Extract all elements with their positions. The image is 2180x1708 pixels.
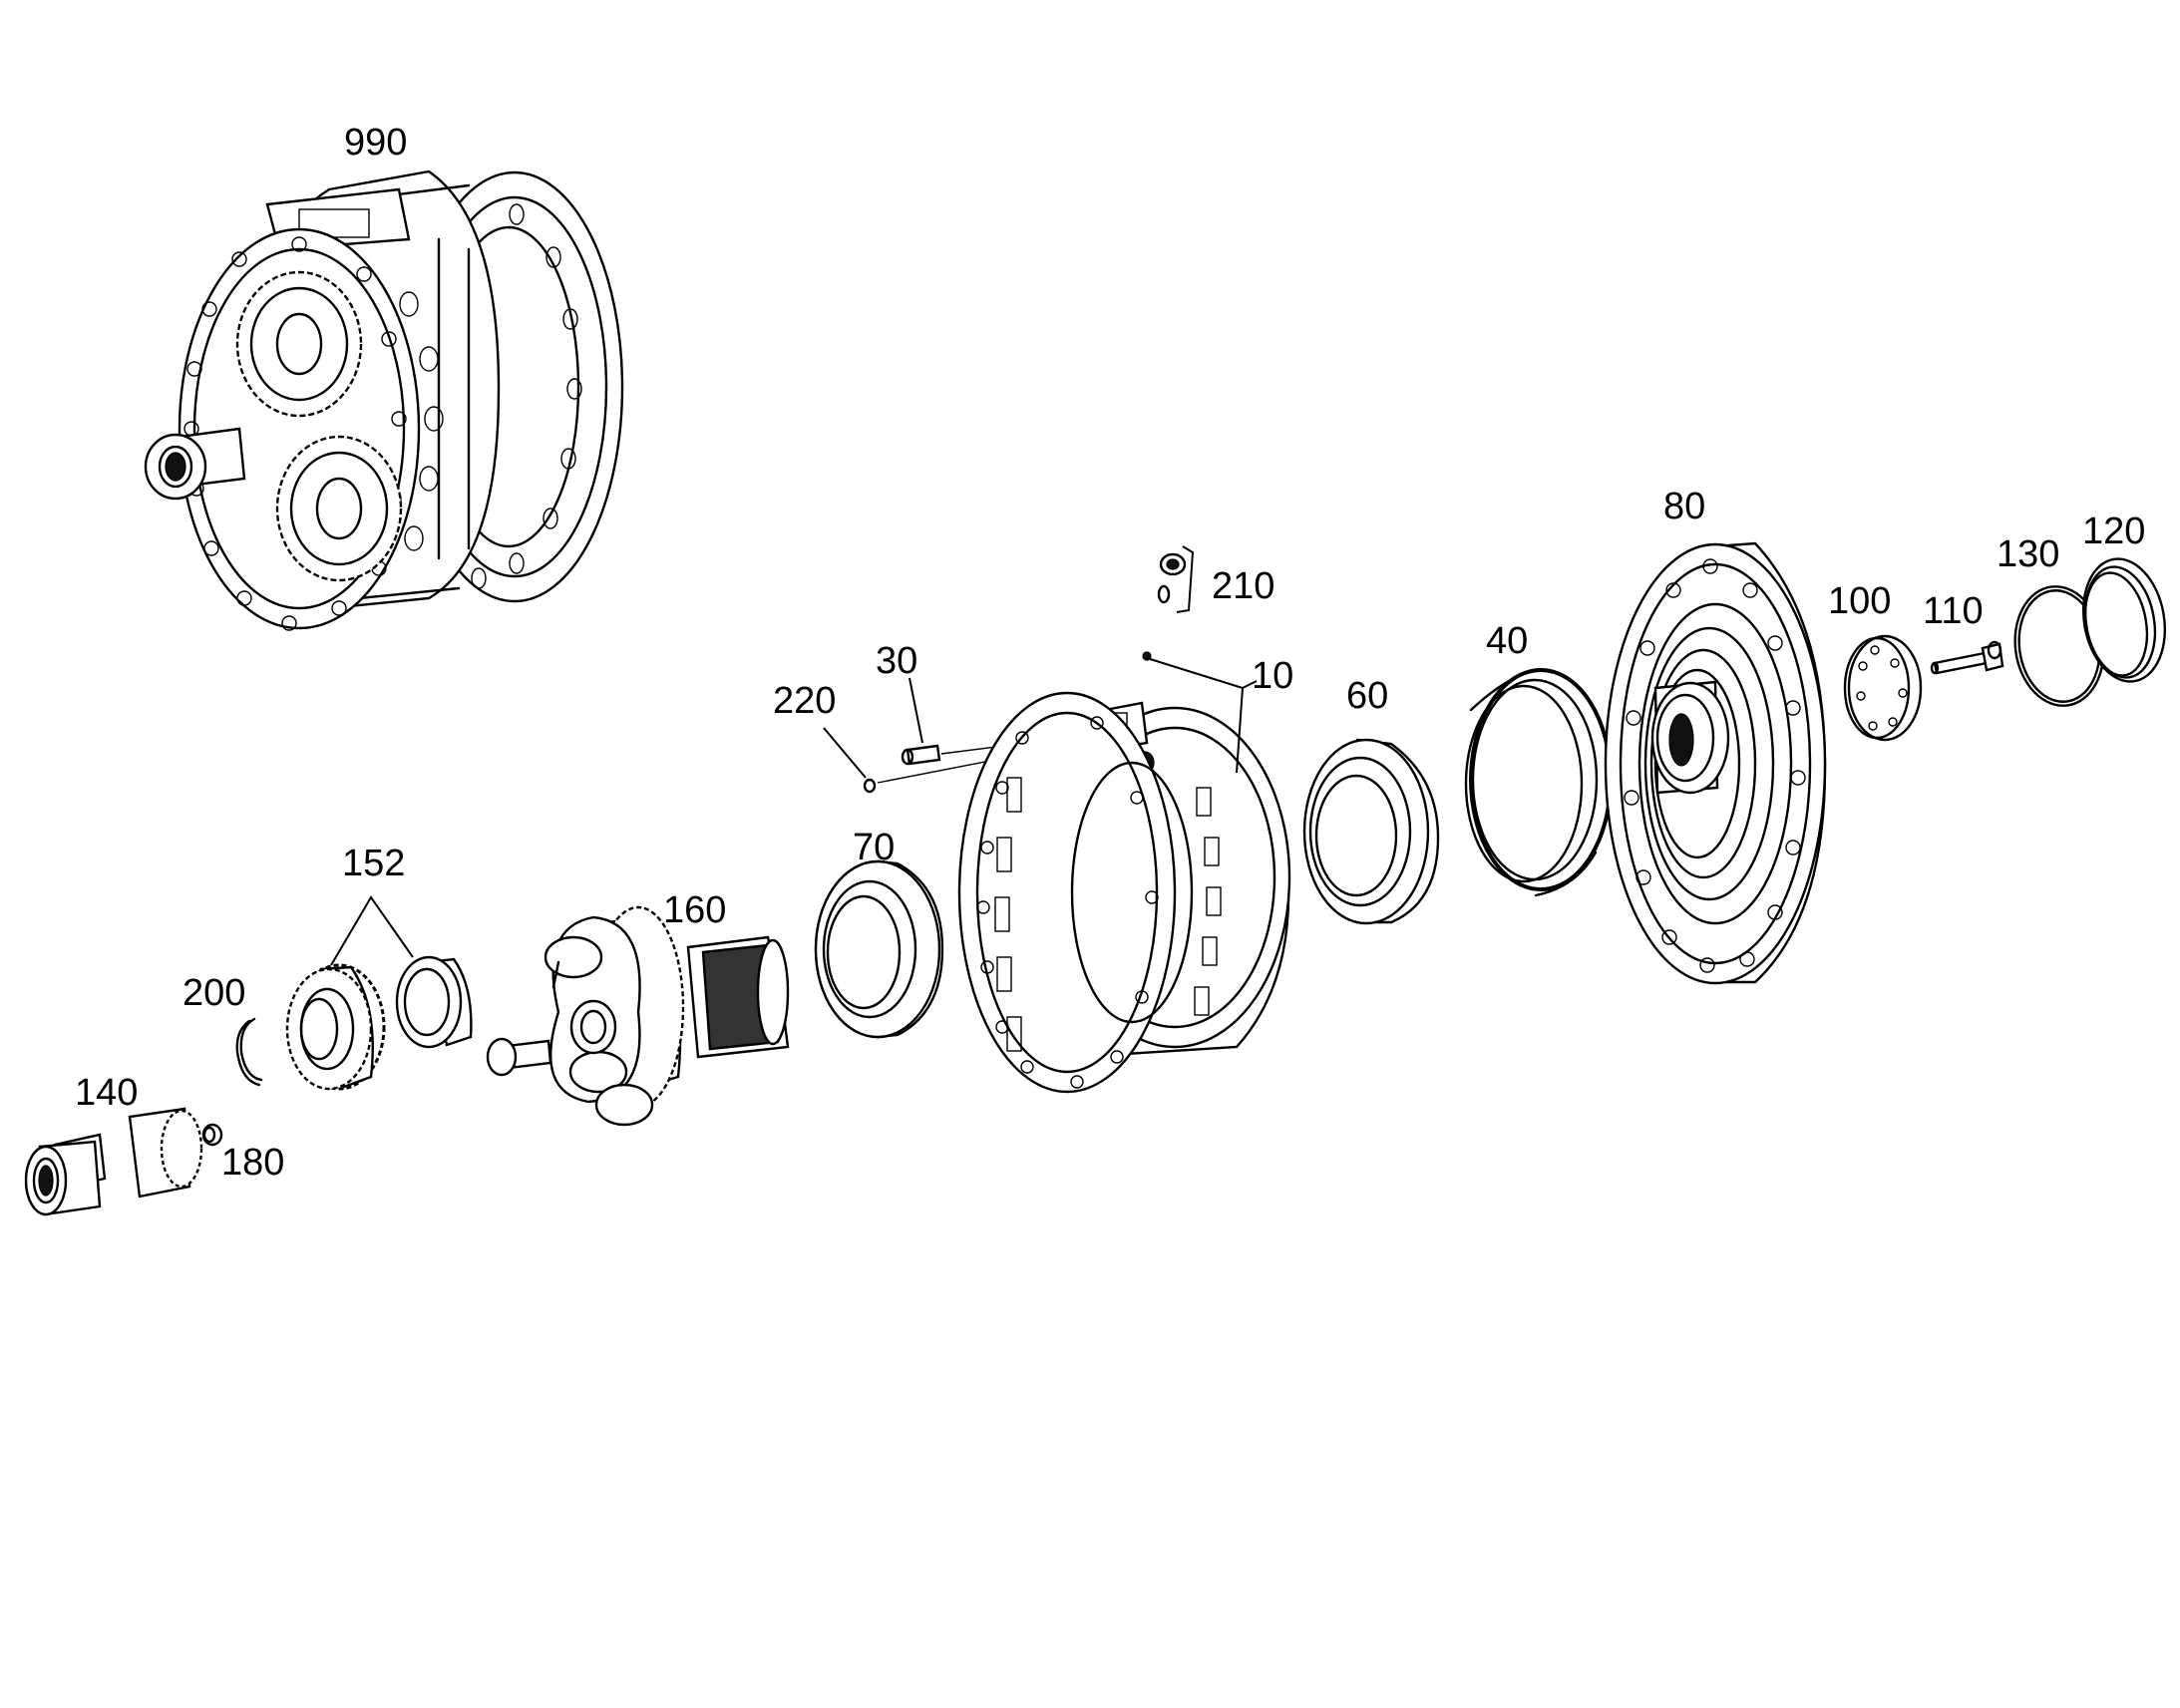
callout-70: 70 bbox=[853, 827, 895, 868]
callout-40: 40 bbox=[1486, 620, 1528, 662]
callout-110: 110 bbox=[1923, 590, 1984, 632]
callout-120: 120 bbox=[2082, 511, 2145, 552]
callout-160: 160 bbox=[663, 889, 726, 931]
part-10-housing[interactable] bbox=[957, 651, 1291, 1094]
callout-130: 130 bbox=[1997, 533, 2059, 575]
callout-100: 100 bbox=[1828, 580, 1891, 622]
part-152-planet-gear-set[interactable] bbox=[285, 895, 473, 1091]
callout-140: 140 bbox=[75, 1072, 138, 1114]
part-160-planet-carrier[interactable] bbox=[486, 905, 790, 1127]
part-220-ring[interactable] bbox=[823, 727, 877, 794]
part-80-hub[interactable] bbox=[1604, 541, 1827, 985]
part-40-seal-ring[interactable] bbox=[1464, 668, 1613, 897]
part-100-cover-plate[interactable] bbox=[1843, 634, 1923, 742]
part-990-assembled-drive[interactable] bbox=[144, 170, 624, 631]
part-110-bolt[interactable] bbox=[1930, 640, 2004, 675]
part-60-bearing[interactable] bbox=[1302, 738, 1440, 925]
callout-180: 180 bbox=[221, 1142, 284, 1184]
callout-80: 80 bbox=[1663, 486, 1705, 527]
callout-200: 200 bbox=[182, 972, 245, 1014]
part-210-plug-kit[interactable] bbox=[1157, 545, 1195, 613]
part-70-bearing[interactable] bbox=[814, 859, 944, 1039]
callout-220: 220 bbox=[773, 680, 836, 722]
part-30-pin[interactable] bbox=[901, 677, 941, 766]
part-180-thrust-piece[interactable] bbox=[201, 1123, 223, 1147]
callout-60: 60 bbox=[1346, 675, 1388, 717]
callout-10: 10 bbox=[1252, 655, 1293, 697]
callout-990: 990 bbox=[344, 122, 407, 164]
callout-152: 152 bbox=[342, 843, 405, 884]
callout-30: 30 bbox=[876, 640, 917, 682]
part-120-ring[interactable] bbox=[2074, 552, 2174, 688]
callout-210: 210 bbox=[1212, 565, 1274, 607]
part-140-sun-gear-shaft[interactable] bbox=[24, 1107, 203, 1216]
part-200-circlip[interactable] bbox=[235, 1017, 263, 1087]
